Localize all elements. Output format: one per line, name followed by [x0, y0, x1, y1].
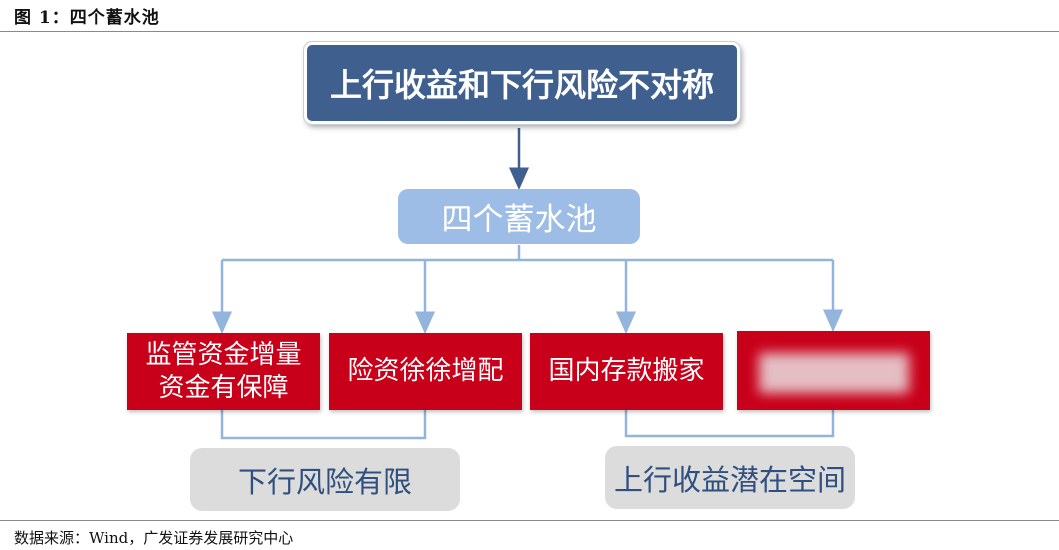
main-box: 上行收益和下行风险不对称 [304, 42, 740, 124]
outcome-box-upside: 上行收益潜在空间 [605, 446, 855, 509]
top-divider [0, 31, 1059, 32]
bracket-right [624, 410, 835, 438]
bottom-divider [0, 520, 1059, 521]
item-box-4-redacted [737, 331, 930, 410]
figure-title: 图 1：四个蓄水池 [14, 8, 160, 28]
pool-box: 四个蓄水池 [398, 189, 640, 244]
source-note: 数据来源：Wind，广发证券发展研究中心 [14, 529, 294, 547]
item-box-3: 国内存款搬家 [530, 333, 723, 410]
item-2-line-1: 险资徐徐增配 [347, 356, 504, 387]
bracket-left [220, 410, 427, 440]
outcome-box-downside: 下行风险有限 [190, 448, 460, 511]
item-3-line-1: 国内存款搬家 [548, 356, 705, 387]
item-1-line-1: 监管资金增量 [145, 340, 302, 370]
item-1-line-2: 资金有保障 [158, 372, 289, 403]
redaction-blur [759, 353, 909, 393]
item-box-1: 监管资金增量 资金有保障 [127, 333, 320, 410]
item-box-2: 险资徐徐增配 [329, 333, 522, 410]
